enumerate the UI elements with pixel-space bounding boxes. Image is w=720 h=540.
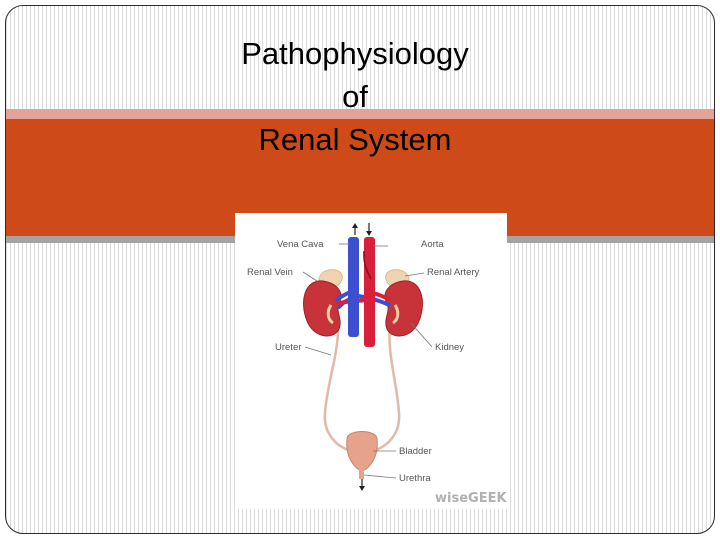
label-bladder: Bladder (399, 446, 432, 457)
label-renal-artery: Renal Artery (427, 267, 480, 278)
label-renal-vein: Renal Vein (247, 267, 293, 278)
bladder (346, 431, 378, 491)
title-line-2: of (342, 79, 368, 114)
label-leader-lines (302, 243, 433, 479)
renal-vessels (335, 289, 391, 309)
ureters (323, 324, 401, 453)
label-vena-cava: Vena Cava (277, 239, 324, 250)
flow-arrows (352, 223, 372, 236)
renal-diagram-svg: Vena Cava Aorta Renal Vein Renal Artery … (247, 223, 507, 506)
label-aorta: Aorta (421, 239, 444, 250)
title-band-accent (6, 109, 714, 119)
renal-system-diagram: Vena Cava Aorta Renal Vein Renal Artery … (235, 213, 507, 509)
kidneys (303, 280, 423, 337)
watermark-logo: wiseGEEK (435, 491, 507, 506)
label-kidney: Kidney (435, 342, 464, 353)
slide-title: Pathophysiology of Renal System (180, 32, 530, 161)
title-line-3: Renal System (258, 122, 452, 157)
title-line-1: Pathophysiology (241, 36, 469, 71)
great-vessels (348, 237, 375, 347)
label-urethra: Urethra (399, 473, 431, 484)
label-ureter: Ureter (275, 342, 301, 353)
